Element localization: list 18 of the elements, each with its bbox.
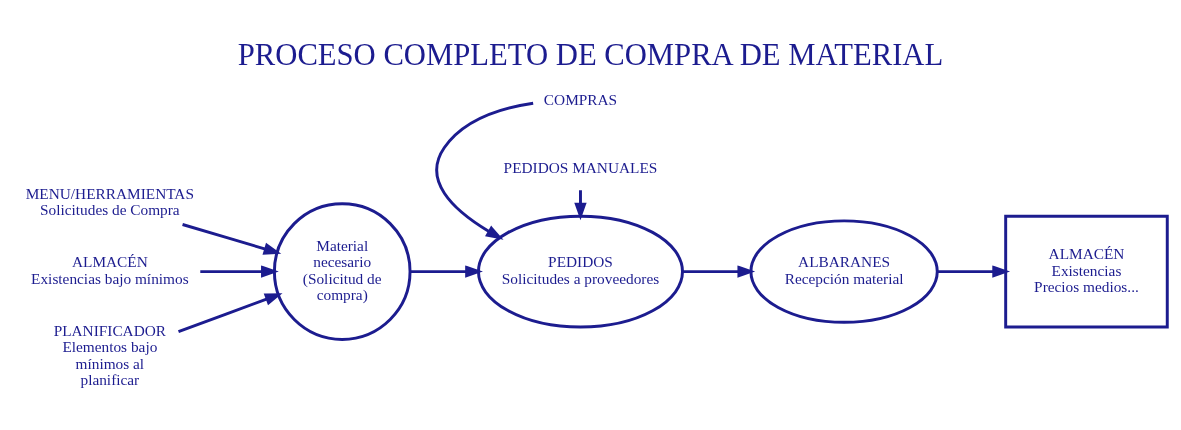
arrow xyxy=(410,265,483,278)
arrow xyxy=(682,265,756,278)
node-text: PEDIDOS MANUALES xyxy=(503,159,658,177)
arrow xyxy=(200,265,279,278)
arrow xyxy=(182,223,282,255)
arrow xyxy=(937,265,1011,278)
node-text: MENU/HERRAMIENTAS Solicitudes de Compra xyxy=(25,184,194,219)
node-text: PLANIFICADOR Elementos bajo mínimos al planificar xyxy=(53,321,167,389)
node-text: COMPRAS xyxy=(543,90,618,108)
node-ellipse: ALBARANES Recepción material xyxy=(749,219,939,324)
diagram-title: PROCESO COMPLETO DE COMPRA DE MATERIAL xyxy=(237,37,944,72)
node-ellipse: PEDIDOS Solicitudes a proveedores xyxy=(476,214,684,329)
arrow xyxy=(435,101,534,240)
node-text: ALMACÉN Existencias bajo mínimos xyxy=(31,253,189,287)
arrow xyxy=(574,190,587,221)
node-circle: Material necesario (Solicitud de compra) xyxy=(272,202,412,341)
node-box: ALMACÉN Existencias Precios medios... xyxy=(1004,214,1169,329)
arrow xyxy=(177,293,283,333)
